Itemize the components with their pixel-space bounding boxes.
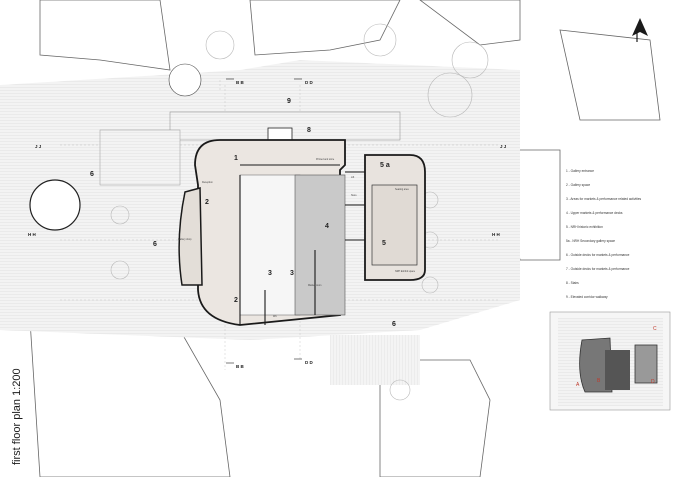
label-gallery-shop: Gallery shop [178,238,192,241]
room-4: 4 [325,223,329,230]
plan-title: first floor plan 1:200 [11,368,23,465]
legend-item: 3 - Areas for markets & performance rela… [566,197,642,201]
legend-item: 5a - NRH Secondary gallery space [566,239,615,243]
interior-labels: Reception Gallery shop Lift Store WC Pri… [178,158,416,318]
room-2b: 2 [234,297,238,304]
section-dd-top: D D [305,80,314,85]
section-jj-left: J J [35,144,42,149]
room-3a: 3 [268,270,272,277]
legend-item: 2 - Gallery space [566,183,590,187]
context-buildings [29,0,661,477]
room-9: 9 [287,98,291,105]
key-label-b: B [597,378,601,384]
north-arrow-icon [632,18,648,42]
section-dd-bottom: D D [305,360,314,365]
room-3b: 3 [290,270,294,277]
room-6b: 6 [153,241,157,248]
west-steps [99,129,181,186]
section-bb-bottom: B B [236,364,245,369]
room-numbers: 1 2 2 3 3 4 5 5 a 6 6 6 8 9 [90,98,396,328]
room-6a: 6 [90,171,94,178]
key-label-a: A [576,382,580,388]
legend-item: 8 - Stairs [566,281,579,285]
label-exhibit-space: NRH Exhibit space [395,270,416,273]
label-seating-area: Seating area [395,188,409,191]
room-5: 5 [382,240,386,247]
legend-item: 6 - Outside decks for markets & performa… [566,253,630,257]
upper-deck [294,174,346,316]
room-8: 8 [307,127,311,134]
room-2a: 2 [205,199,209,206]
round-pavilion [29,179,81,231]
trees [110,23,489,401]
room-5a: 5 a [380,162,390,169]
label-reception: Reception [202,181,213,184]
key-plan: A B C D [549,311,671,411]
legend-item: 7 - Outside decks for markets & performa… [566,267,630,271]
legend-item: 5 - NRH historic exhibition [566,225,603,229]
section-markers: B B D D B B D D J J J J H H H H [28,78,507,369]
legend-item: 9 - Elevated corridor walkway [566,295,608,299]
label-store: Store [351,194,357,197]
label-market-room: Market room [308,284,321,287]
section-bb-top: B B [236,80,245,85]
room-1: 1 [234,155,238,162]
section-hh-right: H H [492,232,500,237]
key-label-d: D [651,379,655,385]
building-footprint [178,139,426,326]
label-wc: WC [273,315,277,318]
label-lift: Lift [351,176,355,179]
section-hh-left: H H [28,232,36,237]
legend-item: 1 - Gallery entrance [566,169,594,173]
legend-item: 4 - Upper markets & performance decks [566,211,623,215]
label-printed-store: Printed and store [316,158,335,161]
section-jj-right: J J [500,144,507,149]
room-6c: 6 [392,321,396,328]
key-label-c: C [653,326,657,332]
legend: 1 - Gallery entrance 2 - Gallery space 3… [566,169,642,299]
